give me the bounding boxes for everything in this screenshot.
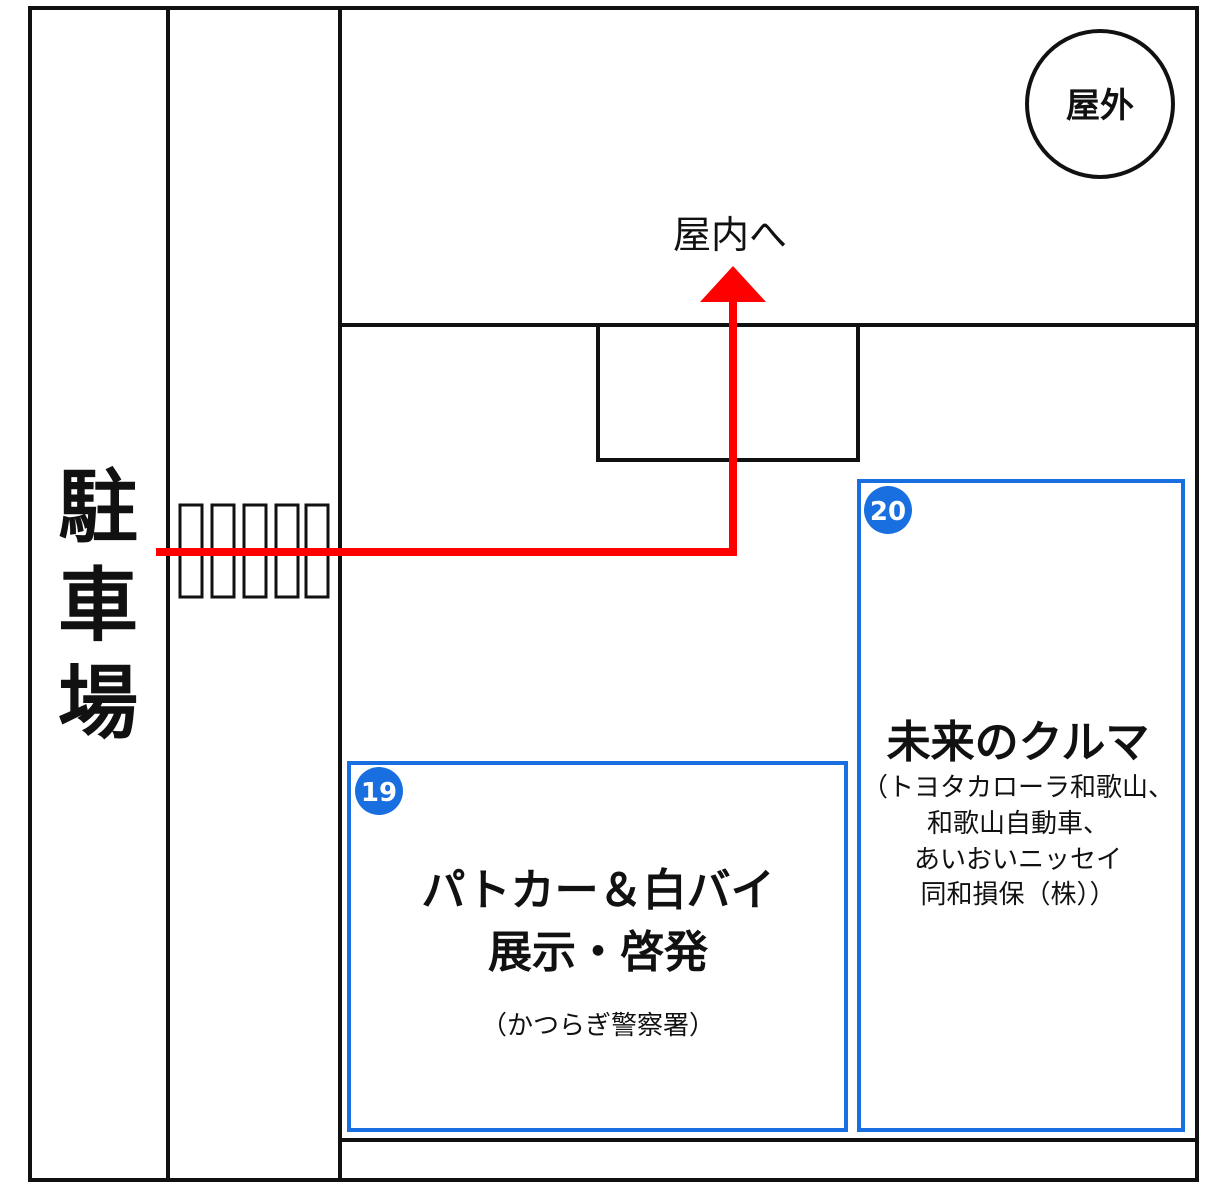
booth-20: [857, 479, 1185, 1132]
outdoor-badge: [1025, 29, 1175, 179]
booth-subtitle: 同和損保（株））: [920, 880, 1115, 910]
parking-label-char: 駐: [58, 461, 138, 554]
booth-subtitle: （かつらぎ警察署）: [481, 1011, 715, 1041]
indoor-label: 屋内へ: [673, 213, 787, 257]
bottom-strip: [338, 1138, 1199, 1182]
booth-subtitle: あいおいニッセイ: [914, 845, 1122, 875]
route-arrow-line: [156, 300, 737, 556]
booth-subtitle: 和歌山自動車、: [927, 809, 1109, 839]
booth-title: 未来のクルマ: [887, 717, 1150, 768]
parking-area: [28, 6, 170, 1182]
parking-label-char: 場: [58, 657, 138, 750]
entrance-box: [596, 323, 860, 462]
parking-label-char: 車: [58, 559, 138, 652]
booth-title: パトカー＆白バイ: [421, 865, 774, 916]
booth-number-badge: [864, 486, 912, 534]
booth-number: 20: [870, 497, 906, 527]
route-arrow-head: [700, 266, 766, 302]
outdoor-label: 屋外: [1066, 86, 1134, 126]
booth-number: 19: [361, 778, 397, 808]
booth-title: 展示・啓発: [488, 927, 709, 978]
booth-subtitle: （トヨタカローラ和歌山、: [862, 773, 1174, 803]
booth-number-badge: [355, 767, 403, 815]
booth-19: [347, 761, 848, 1132]
